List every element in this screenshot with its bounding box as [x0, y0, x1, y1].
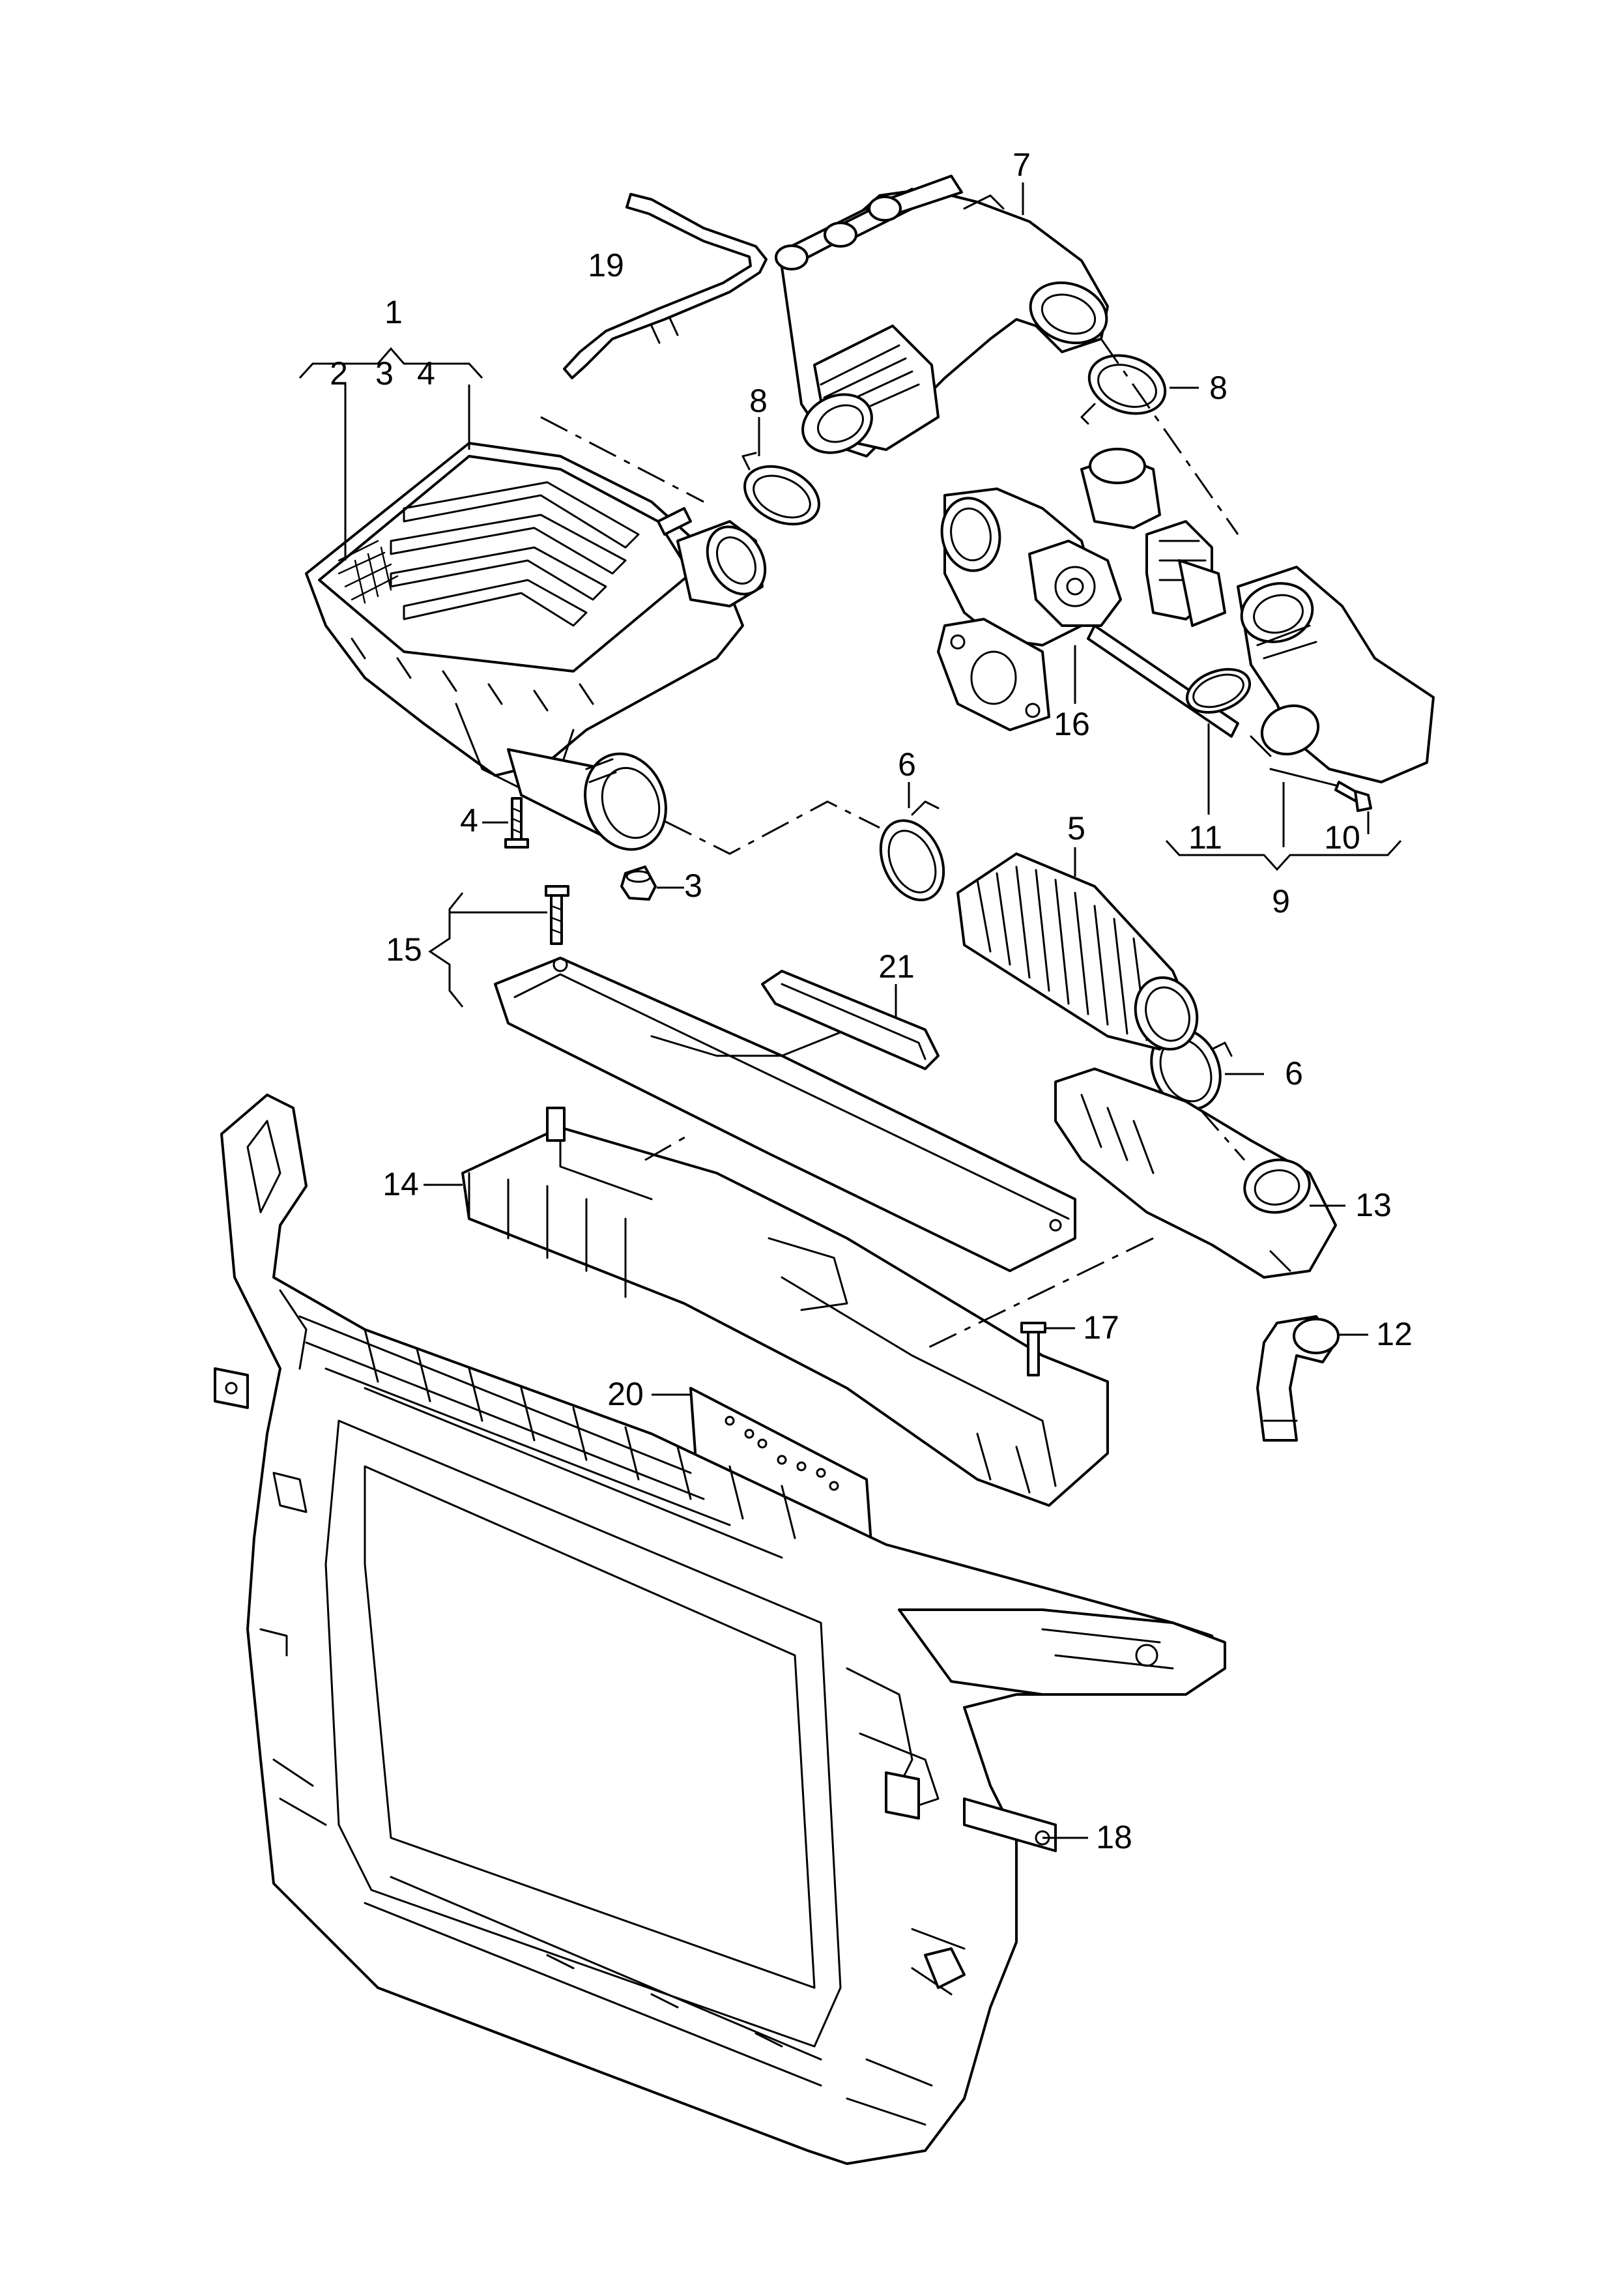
callout-6a: 6 — [898, 746, 916, 783]
callout-3a: 3 — [375, 355, 394, 392]
part-13-duct[interactable] — [1054, 1068, 1337, 1279]
bracket-1 — [298, 347, 483, 379]
callout-19: 19 — [588, 247, 624, 283]
bracket-9 — [1165, 839, 1402, 871]
dash-airbox-to-6 — [664, 800, 880, 855]
part-5-bellows[interactable] — [956, 852, 1207, 1058]
callout-2: 2 — [330, 355, 348, 392]
part-9-hose[interactable] — [1235, 566, 1435, 790]
part-15-screw[interactable] — [545, 885, 569, 945]
part-8-clamp-upper[interactable] — [1080, 345, 1173, 425]
leader-19 — [540, 416, 704, 503]
part-6-clamp-upper[interactable] — [869, 800, 956, 910]
callout-20: 20 — [607, 1376, 644, 1412]
callout-21: 21 — [878, 948, 915, 985]
part-12-elbow[interactable] — [1256, 1315, 1340, 1442]
callout-13: 13 — [1355, 1187, 1392, 1223]
bracket-15 — [428, 892, 547, 1008]
callout-9: 9 — [1272, 883, 1290, 920]
part-10-screw[interactable] — [1334, 781, 1372, 812]
dash-13-to-20 — [925, 1237, 1154, 1350]
part-18-front-frame[interactable] — [214, 1094, 1226, 2165]
callout-4a: 4 — [417, 355, 435, 392]
callout-10: 10 — [1324, 819, 1360, 856]
part-4-screw[interactable] — [504, 797, 529, 849]
part-14-air-duct[interactable] — [461, 1107, 1109, 1507]
dash-5-to-13 — [1198, 1107, 1246, 1161]
callout-16: 16 — [1054, 706, 1090, 742]
part-17-screw[interactable] — [1020, 1322, 1046, 1376]
callout-17: 17 — [1083, 1309, 1119, 1346]
callout-18: 18 — [1096, 1819, 1132, 1855]
callout-12: 12 — [1376, 1316, 1413, 1352]
part-8-clamp-left[interactable] — [736, 452, 829, 536]
callout-6b: 6 — [1285, 1055, 1303, 1092]
part-3-grommet[interactable] — [620, 865, 657, 901]
part-19-hose[interactable] — [563, 193, 768, 379]
callout-4b: 4 — [460, 802, 478, 839]
callout-11: 11 — [1188, 819, 1222, 856]
part-1-airbox[interactable] — [305, 442, 777, 861]
part-7-intake-pipe[interactable] — [775, 175, 1115, 463]
callout-14: 14 — [382, 1166, 419, 1202]
part-11-oring[interactable] — [1181, 661, 1256, 721]
callout-8b: 8 — [1209, 370, 1228, 406]
callout-5: 5 — [1067, 810, 1085, 847]
part-21-seal[interactable] — [761, 970, 940, 1070]
dash-airbox-to-14 — [644, 1133, 691, 1161]
callout-15: 15 — [386, 931, 422, 968]
dash-7-to-9 — [1100, 338, 1239, 535]
callout-8a: 8 — [749, 383, 768, 419]
callout-1: 1 — [384, 294, 403, 330]
callout-3b: 3 — [684, 867, 702, 904]
part-15-cover[interactable] — [494, 957, 1076, 1272]
callout-7: 7 — [1013, 147, 1031, 183]
